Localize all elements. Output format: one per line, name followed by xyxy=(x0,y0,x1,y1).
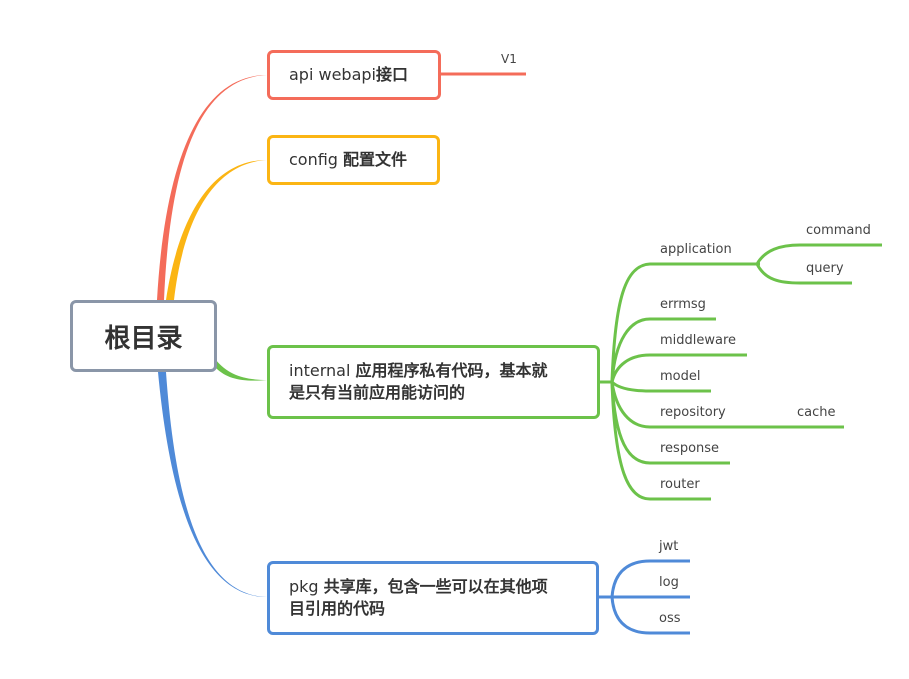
leaf-v1[interactable]: V1 xyxy=(501,52,517,66)
connector-middleware xyxy=(610,353,747,383)
connector-application xyxy=(610,262,760,383)
branch-api[interactable]: api webapi接口 xyxy=(267,50,441,100)
branch-config[interactable]: config 配置文件 xyxy=(267,135,440,185)
connector-command xyxy=(755,243,882,265)
leaf-model[interactable]: model xyxy=(660,369,701,384)
leaf-query[interactable]: query xyxy=(806,261,844,276)
leaf-errmsg[interactable]: errmsg xyxy=(660,297,706,312)
internal-connectors xyxy=(600,243,882,501)
leaf-cache[interactable]: cache xyxy=(797,405,836,420)
leaf-log[interactable]: log xyxy=(659,575,679,590)
branch-config-label: config 配置文件 xyxy=(289,150,408,169)
connector-root-internal xyxy=(216,360,267,381)
connector-router xyxy=(610,381,711,501)
branch-internal[interactable]: internal 应用程序私有代码，基本就 是只有当前应用能访问的 xyxy=(267,345,600,419)
pkg-connectors xyxy=(599,559,690,635)
branch-internal-label: internal 应用程序私有代码，基本就 是只有当前应用能访问的 xyxy=(289,361,548,402)
connector-query xyxy=(755,263,852,285)
leaf-middleware[interactable]: middleware xyxy=(660,333,737,348)
connector-jwt xyxy=(610,559,690,598)
root-node[interactable]: 根目录 xyxy=(70,300,217,372)
connector-root-pkg xyxy=(158,372,267,597)
branch-pkg[interactable]: pkg 共享库，包含一些可以在其他项 目引用的代码 xyxy=(267,561,599,635)
leaf-response[interactable]: response xyxy=(660,441,720,456)
branch-api-label: api webapi接口 xyxy=(289,65,408,84)
leaf-application[interactable]: application xyxy=(660,242,732,257)
leaf-oss[interactable]: oss xyxy=(659,611,681,626)
connector-errmsg xyxy=(610,317,716,383)
leaf-repository[interactable]: repository xyxy=(660,405,726,420)
connector-model xyxy=(610,380,711,393)
connector-oss xyxy=(610,596,690,635)
connector-root-config xyxy=(166,160,267,300)
root-label: 根目录 xyxy=(104,323,183,354)
leaf-router[interactable]: router xyxy=(660,477,700,492)
leaf-jwt[interactable]: jwt xyxy=(659,539,679,554)
branch-pkg-label: pkg 共享库，包含一些可以在其他项 目引用的代码 xyxy=(289,577,548,618)
leaf-command[interactable]: command xyxy=(806,223,871,238)
